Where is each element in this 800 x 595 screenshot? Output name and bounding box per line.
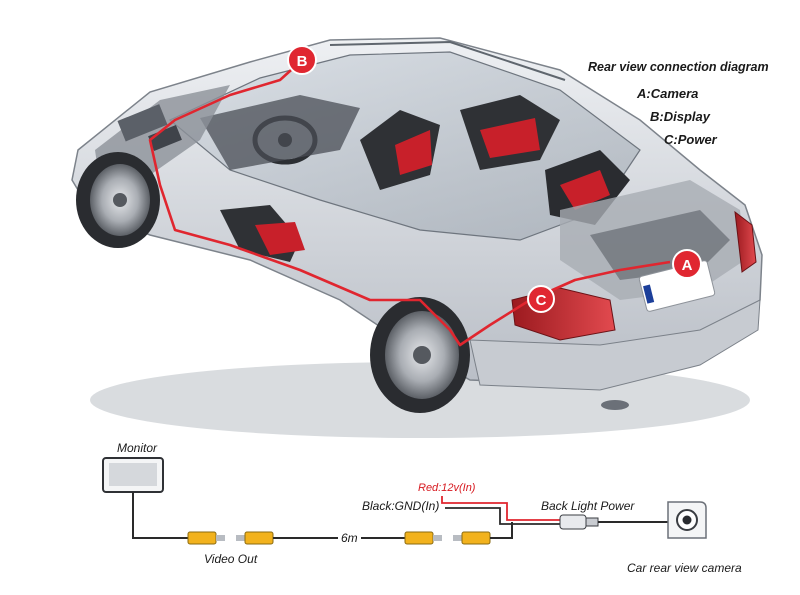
wiring-schematic (102, 457, 707, 545)
video-out-label: Video Out (204, 552, 258, 566)
rear-wheel (370, 297, 470, 413)
tail-light-right (734, 210, 757, 273)
interior (200, 95, 630, 262)
rca-connector-pair-right (404, 531, 491, 545)
inline-plug (559, 514, 599, 530)
legend-item-display: B:Display (650, 109, 710, 124)
marker-a-label: A (682, 257, 693, 274)
monitor-label: Monitor (117, 441, 158, 455)
black-wire-label: Black:GND(In) (362, 499, 440, 513)
car-illustration (71, 37, 763, 438)
camera-label: Car rear view camera (627, 561, 742, 575)
front-wheel (76, 152, 160, 248)
monitor-icon (102, 457, 164, 493)
rca-connector-pair-left (187, 531, 274, 545)
back-light-power-label: Back Light Power (541, 499, 635, 513)
legend-item-power: C:Power (664, 132, 717, 147)
legend-title: Rear view connection diagram (588, 60, 769, 74)
marker-a: A (672, 249, 702, 279)
marker-c-label: C (536, 292, 547, 309)
red-power-wire (441, 496, 560, 521)
camera-icon (667, 501, 707, 539)
legend-item-camera: A:Camera (637, 86, 699, 101)
marker-c: C (527, 285, 555, 313)
black-ground-wire (445, 507, 560, 525)
marker-b-label: B (297, 53, 308, 70)
cable-length-label: 6m (338, 531, 361, 545)
marker-b: B (287, 45, 317, 75)
red-wire-label: Red:12v(In) (418, 482, 476, 494)
